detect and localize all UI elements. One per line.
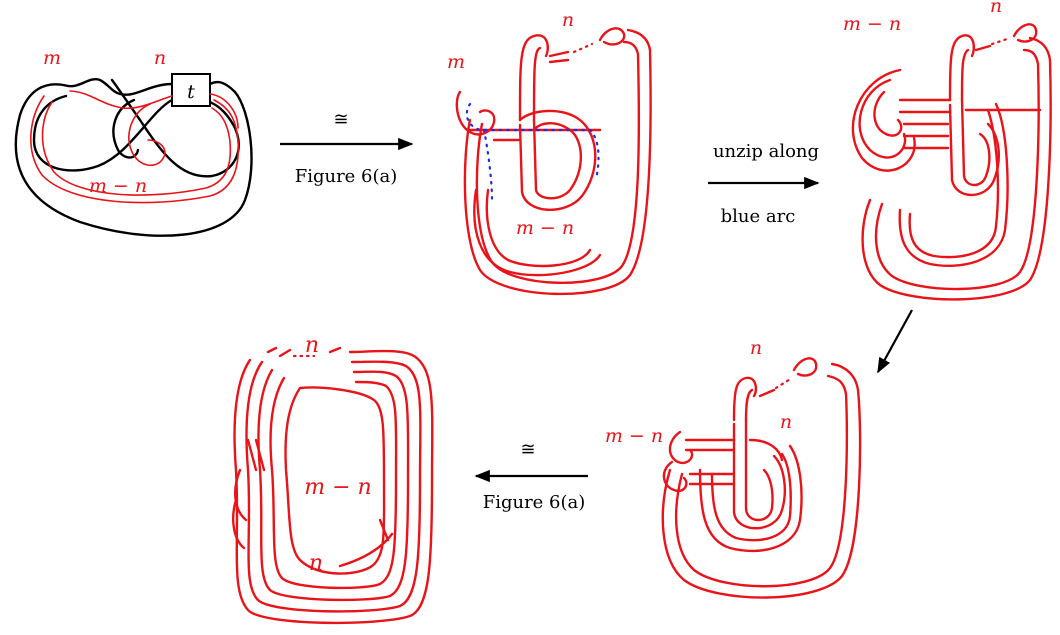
label-n-top: n	[305, 333, 319, 358]
panel-original-knot: t m n m − n	[14, 47, 253, 237]
panel-final: n m − n n	[232, 333, 434, 625]
label-m-minus-n: m − n	[605, 425, 663, 447]
panel-intermediate: n m − n n	[605, 337, 862, 599]
label-m-minus-n: m − n	[843, 13, 901, 35]
arrow-isotopy-2: ≅ Figure 6(a)	[474, 439, 588, 513]
label-m: m	[43, 47, 61, 69]
label-n: n	[990, 0, 1002, 17]
arrow-caption-line1: unzip along	[713, 141, 819, 162]
arrow-isotopy-1: ≅ Figure 6(a)	[280, 109, 414, 187]
label-n-bottom: n	[309, 551, 323, 576]
isotopy-symbol: ≅	[333, 109, 348, 130]
label-n: n	[154, 47, 166, 69]
arrow-diagonal	[877, 309, 913, 374]
panel-after-figure-6a: m n m − n	[447, 9, 652, 296]
label-m-minus-n: m − n	[89, 175, 147, 197]
arrow-unzip: unzip along blue arc	[708, 141, 820, 227]
label-m: m	[447, 51, 465, 73]
arrow-caption: Figure 6(a)	[295, 166, 398, 187]
label-n-top: n	[750, 337, 762, 359]
twist-box-label: t	[187, 81, 195, 103]
label-m-minus-n: m − n	[516, 217, 574, 239]
isotopy-symbol: ≅	[520, 439, 535, 460]
arrow-caption-line2: blue arc	[721, 206, 796, 227]
arrow-caption: Figure 6(a)	[483, 492, 586, 513]
label-m-minus-n: m − n	[304, 475, 371, 500]
label-n-mid: n	[780, 411, 792, 433]
label-n: n	[562, 9, 574, 31]
panel-after-unzip: m − n n	[843, 0, 1052, 301]
